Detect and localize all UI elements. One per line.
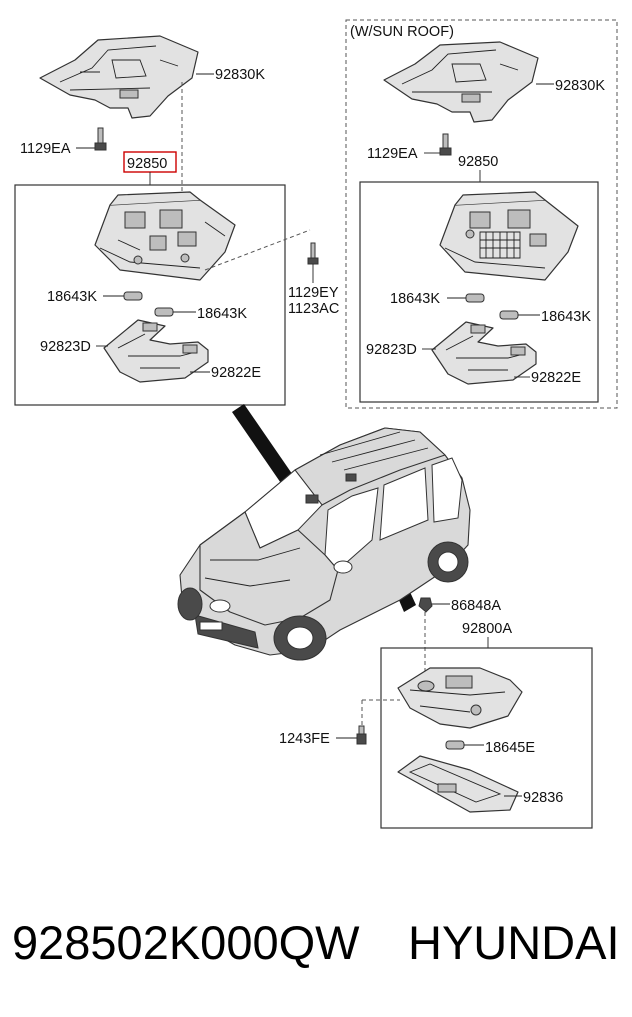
label-bolt-ey: 1129EY	[288, 285, 339, 301]
right-lens: 92823D 92822E	[366, 321, 581, 386]
left-bulb-b: 18643K	[154, 306, 247, 322]
part-number: 928502K000QW	[12, 916, 360, 969]
right-bulb-a: 18643K	[390, 291, 485, 307]
brand-name: HYUNDAI	[408, 916, 620, 969]
room-lamp-frame	[380, 647, 593, 829]
label-screw-room: 1243FE	[279, 731, 330, 747]
label-lens-room: 92836	[523, 790, 563, 806]
label-bulb-a-left: 18643K	[47, 289, 97, 305]
label-assembly-right: 92850	[458, 154, 498, 170]
room-screw-group: 1243FE	[279, 725, 367, 747]
left-assembly-frame	[14, 184, 286, 406]
label-screw-right: 1129EA	[367, 146, 418, 162]
label-lens-e-right: 92822E	[531, 370, 581, 386]
room-lens-group: 92836	[397, 755, 563, 813]
label-assembly-left: 92850	[127, 156, 167, 172]
right-bulb-b: 18643K	[499, 309, 591, 325]
label-room-lamp: 92800A	[462, 621, 512, 637]
room-bulb-group: 18645E	[445, 740, 535, 756]
sunroof-dashed-frame	[345, 19, 618, 409]
left-console-assembly	[94, 191, 236, 281]
label-clip-room: 86848A	[451, 598, 501, 614]
right-console-assembly	[439, 191, 579, 281]
bracket-92830k-left	[39, 35, 199, 119]
right-screw-group: 1129EA	[367, 133, 452, 162]
left-lens: 92823D 92822E	[40, 319, 261, 383]
footer: 928502K000QW HYUNDAI	[0, 908, 632, 978]
label-screw-left: 1129EA	[20, 141, 71, 157]
label-lens-e-left: 92822E	[211, 365, 261, 381]
label-bracket-left: 92830K	[215, 67, 265, 83]
room-lamp-housing	[397, 667, 523, 729]
label-bulb-b-left: 18643K	[197, 306, 247, 322]
room-clip-group: 86848A	[418, 597, 501, 672]
label-bulb-room: 18645E	[485, 740, 535, 756]
car-illustration	[177, 404, 471, 661]
left-bolt-group: 1129EY 1123AC	[288, 242, 339, 317]
label-bolt-ac: 1123AC	[288, 301, 339, 317]
label-lens-d-left: 92823D	[40, 339, 91, 355]
left-bulb-a: 18643K	[47, 289, 143, 305]
left-bracket-group: 92830K	[39, 35, 265, 119]
left-screw-group: 1129EA	[20, 127, 107, 157]
label-bulb-b-right: 18643K	[541, 309, 591, 325]
label-bracket-right: 92830K	[555, 78, 605, 94]
right-bracket-group: 92830K	[383, 41, 605, 123]
label-lens-d-right: 92823D	[366, 342, 417, 358]
sunroof-title: (W/SUN ROOF)	[350, 24, 454, 40]
label-bulb-a-right: 18643K	[390, 291, 440, 307]
right-assembly-frame	[359, 181, 599, 403]
